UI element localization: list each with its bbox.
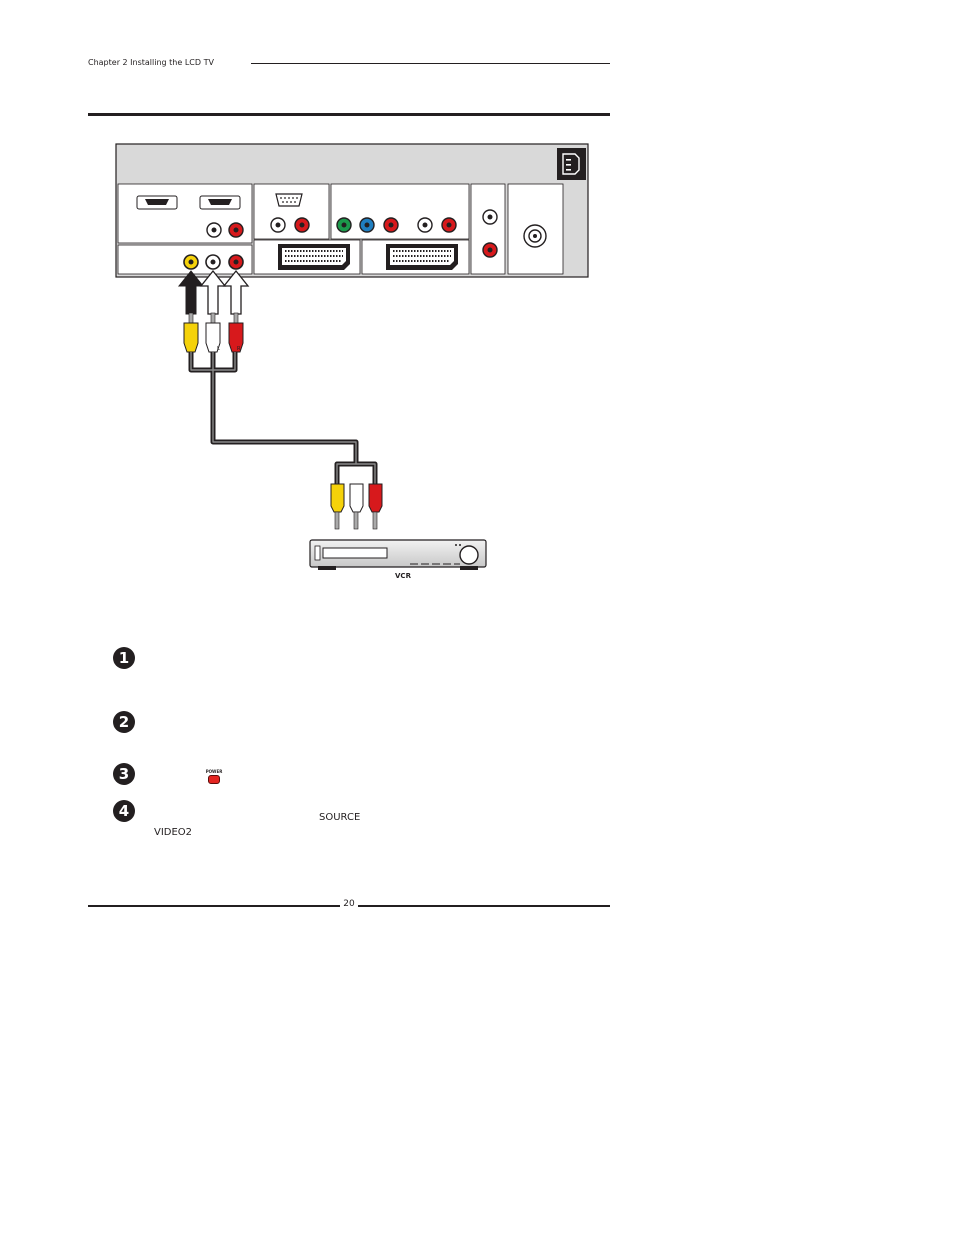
hdmi-port-1 (136, 195, 178, 210)
power-button-icon: POWER (205, 769, 223, 785)
insert-arrows (177, 269, 250, 315)
vga-port (270, 193, 310, 233)
power-button-label: POWER (205, 769, 223, 774)
antenna-jack (523, 224, 547, 248)
vcr-label: VCR (395, 572, 412, 580)
audio-out-jacks (482, 209, 498, 258)
source-key-label: SOURCE (319, 812, 361, 823)
ac-power-socket (557, 148, 586, 180)
scart-port-2 (386, 244, 458, 270)
hdmi-port-2 (199, 195, 241, 210)
step-3-icon: 3 (113, 763, 135, 785)
step-4-icon: 4 (113, 800, 135, 822)
footer-rule-right (358, 905, 610, 907)
plug-label-l: L (217, 346, 220, 352)
component-jacks (336, 217, 457, 233)
title-rule (88, 113, 610, 116)
tv-side-rca-plugs (183, 312, 244, 353)
step-1-icon: 1 (113, 647, 135, 669)
header-rule (251, 63, 610, 64)
vcr-device (309, 539, 487, 570)
video2-input-label: VIDEO2 (154, 827, 193, 838)
power-button-shape (208, 775, 220, 784)
step-2-icon: 2 (113, 711, 135, 733)
plug-label-r: R (237, 346, 241, 352)
vcr-connection-diagram: L R VCR (115, 143, 589, 580)
hdmi-audio-jacks (206, 222, 244, 238)
av-cable-core (190, 352, 376, 488)
footer-rule-left (88, 905, 340, 907)
av-input-jacks (183, 254, 244, 270)
page-number: 20 (343, 899, 355, 909)
chapter-heading: Chapter 2 Installing the LCD TV (88, 58, 214, 67)
vcr-side-rca-plugs (330, 483, 383, 530)
av-cable (188, 352, 378, 488)
scart-port-1 (278, 244, 350, 270)
